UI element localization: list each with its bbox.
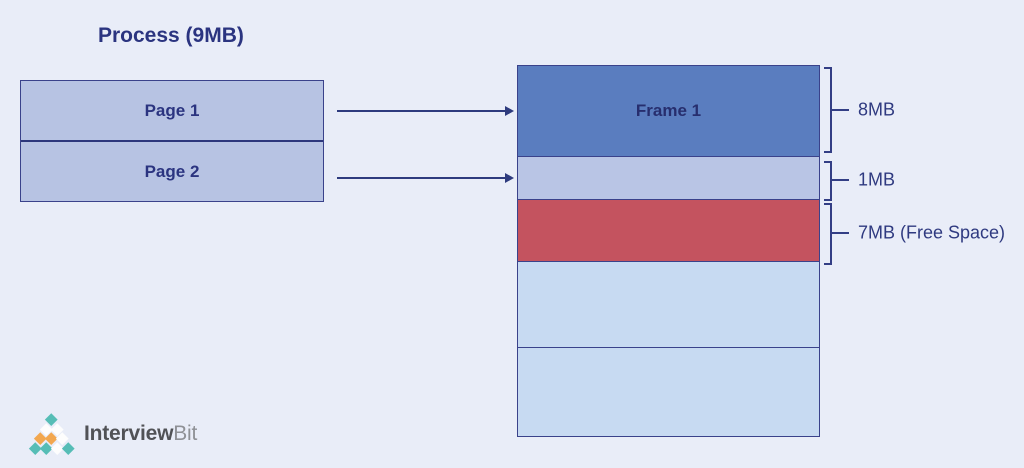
- interviewbit-logo-text: InterviewBit: [84, 422, 197, 446]
- memory-block-empty-1: [517, 260, 820, 349]
- memory-frame-1: Frame 1: [517, 65, 820, 157]
- page-2: Page 2: [21, 140, 323, 201]
- memory-block-free-7mb: [517, 199, 820, 262]
- interviewbit-logo: InterviewBit: [28, 413, 197, 455]
- memory-block-1mb: [517, 155, 820, 201]
- bracket-1mb-icon: [824, 161, 832, 201]
- page-1: Page 1: [21, 81, 323, 140]
- brand-secondary: Bit: [173, 422, 198, 445]
- logo-diamond-teal-icon: [61, 441, 74, 454]
- size-label-7mb-free-space: 7MB (Free Space): [858, 222, 1006, 243]
- size-label-1mb: 1MB: [858, 169, 896, 190]
- bracket-7mb-icon: [824, 203, 832, 265]
- bracket-8mb-icon: [824, 67, 832, 153]
- memory-column: Frame 1: [517, 65, 820, 437]
- brand-primary: Interview: [84, 422, 174, 445]
- process-box: Page 1 Page 2: [20, 80, 324, 202]
- process-title: Process (9MB): [98, 24, 244, 47]
- arrow-page2-to-block-icon: [337, 173, 514, 183]
- interviewbit-logo-mark-icon: [28, 413, 76, 455]
- bracket-7mb-tick-icon: [832, 232, 849, 234]
- arrow-page1-to-frame1-icon: [337, 106, 514, 116]
- bracket-8mb-tick-icon: [832, 109, 849, 111]
- memory-block-empty-2: [517, 347, 820, 437]
- bracket-1mb-tick-icon: [832, 179, 849, 181]
- size-label-8mb: 8MB: [858, 99, 896, 120]
